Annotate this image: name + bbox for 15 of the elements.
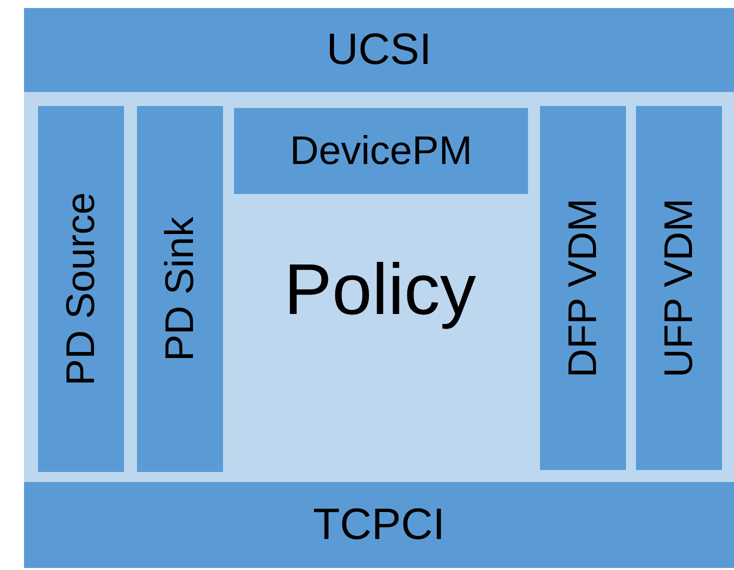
block-label: UCSI [326, 28, 432, 72]
block-label: PD Sink [160, 216, 200, 362]
layer-panel [24, 92, 734, 482]
block-label: DevicePM [290, 131, 472, 171]
block-label: TCPCI [313, 503, 445, 547]
module-block [540, 106, 626, 470]
module-block [38, 106, 124, 472]
layer-bar [24, 482, 734, 568]
block-label: DFP VDM [563, 198, 603, 378]
module-block [636, 106, 722, 470]
block-label: PD Source [61, 192, 101, 386]
layer-bar [24, 8, 734, 92]
module-block [234, 108, 528, 194]
block-label: UFP VDM [659, 198, 699, 378]
module-block [137, 106, 223, 472]
